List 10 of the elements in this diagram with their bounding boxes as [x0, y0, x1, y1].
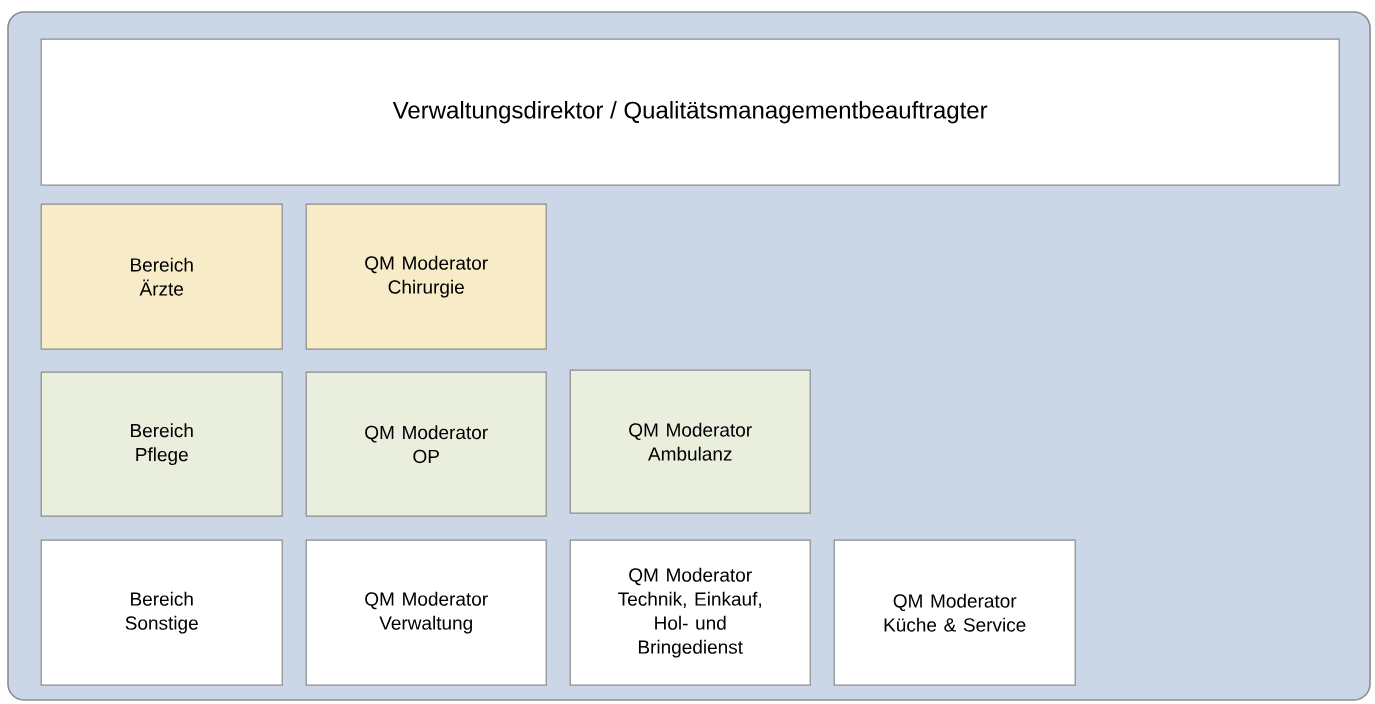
role-box: QM Moderator OP: [305, 371, 547, 517]
role-box: Bereich Ärzte: [40, 203, 283, 350]
role-box: QM Moderator Verwaltung: [305, 539, 547, 686]
title-box: Verwaltungsdirektor / Qualitätsmanagementbeauftragter: [40, 38, 1340, 186]
role-box: QM Moderator Technik, Einkauf, Hol- und Bringedienst: [569, 539, 811, 686]
role-box: QM Moderator Chirurgie: [305, 203, 547, 350]
role-box: Bereich Pflege: [40, 371, 283, 517]
role-box: QM Moderator Ambulanz: [569, 369, 811, 514]
role-box: QM Moderator Küche & Service: [833, 539, 1076, 686]
role-box: Bereich Sonstige: [40, 539, 283, 686]
